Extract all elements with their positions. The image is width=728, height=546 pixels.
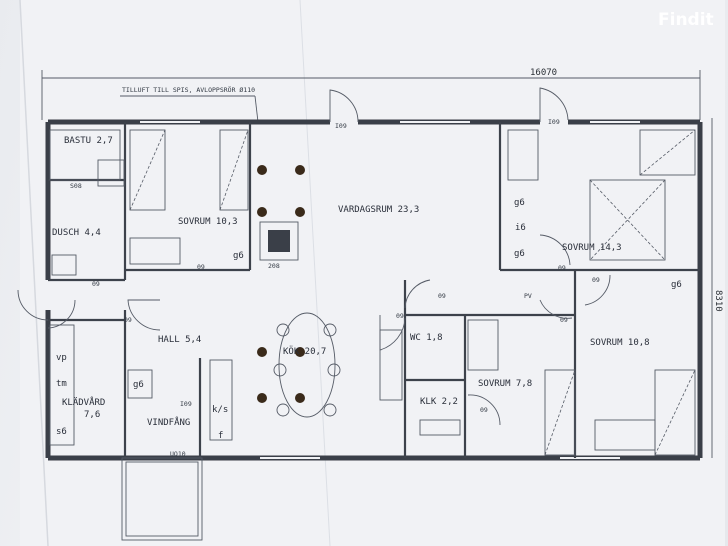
fixture-label: tm: [56, 379, 67, 389]
fixture-label: vp: [56, 353, 67, 363]
room-label-kok: KÖK 20,7: [283, 346, 326, 357]
room-label-vardagsrum: VARDAGSRUM 23,3: [338, 205, 419, 215]
doors: [17, 87, 611, 426]
code-label: 09: [92, 280, 100, 288]
paper-sheet: [20, 0, 725, 546]
windows: [140, 121, 640, 459]
room-label-hall: HALL 5,4: [158, 335, 201, 345]
room-label-kladvard-area: 7,6: [84, 410, 100, 420]
code-label: UO10: [170, 450, 186, 458]
code-label: 09: [560, 316, 568, 324]
dimension-width: 16070: [41, 68, 701, 120]
findit-watermark: Findit: [658, 10, 714, 30]
room-label-sovrum-4: SOVRUM 7,8: [478, 379, 532, 389]
room-label-sovrum-2: SOVRUM 14,3: [562, 243, 622, 253]
room-label-kladvard: KLÄDVÅRD: [62, 396, 105, 408]
fixture-label: g6: [514, 198, 525, 208]
code-label: 09: [438, 292, 446, 300]
fixture-label: g6: [514, 249, 525, 259]
fixture-label: f: [218, 431, 223, 441]
width-label: 16070: [530, 68, 557, 78]
fixture-label: g6: [671, 280, 682, 290]
interior-walls: [48, 122, 700, 458]
code-label: S08: [70, 182, 82, 190]
fixture-label: PV: [524, 292, 532, 300]
porch: [121, 457, 203, 541]
fixture-label: k/s: [212, 405, 228, 415]
paper-fold: [299, 0, 331, 546]
fixture-label: g6: [233, 251, 244, 261]
code-label: 09: [124, 316, 132, 324]
room-label-sovrum-1: SOVRUM 10,3: [178, 217, 238, 227]
paper-fold: [19, 0, 49, 546]
room-label-wc: WC 1,8: [410, 333, 443, 343]
fixture-label: s6: [56, 427, 67, 437]
fixture-label: i6: [515, 223, 526, 233]
code-label: 09: [480, 406, 488, 414]
room-label-vindfang: VINDFÅNG: [147, 416, 190, 428]
room-label-bastu: BASTU 2,7: [64, 136, 113, 146]
code-label: 208: [268, 262, 280, 270]
ventilation-note: TILLUFT TILL SPIS, AVLOPPSRÖR Ø110: [120, 85, 259, 123]
ventilation-note-text: TILLUFT TILL SPIS, AVLOPPSRÖR Ø110: [122, 85, 255, 94]
fixture-label: g6: [133, 380, 144, 390]
code-label: 09: [197, 263, 205, 271]
room-label-sovrum-3: SOVRUM 10,8: [590, 338, 650, 348]
room-label-dusch: DUSCH 4,4: [52, 228, 101, 238]
code-label: I09: [335, 122, 347, 130]
furniture: [49, 129, 696, 456]
code-label: 09: [558, 264, 566, 272]
room-label-klk: KLK 2,2: [420, 397, 458, 407]
code-label: I09: [180, 400, 192, 408]
code-label: 09: [592, 276, 600, 284]
code-label: 09: [396, 312, 404, 320]
height-label: 8310: [713, 290, 723, 312]
dimension-height: 8310: [711, 118, 723, 458]
light-points: [257, 165, 305, 403]
code-label: I09: [548, 118, 560, 126]
